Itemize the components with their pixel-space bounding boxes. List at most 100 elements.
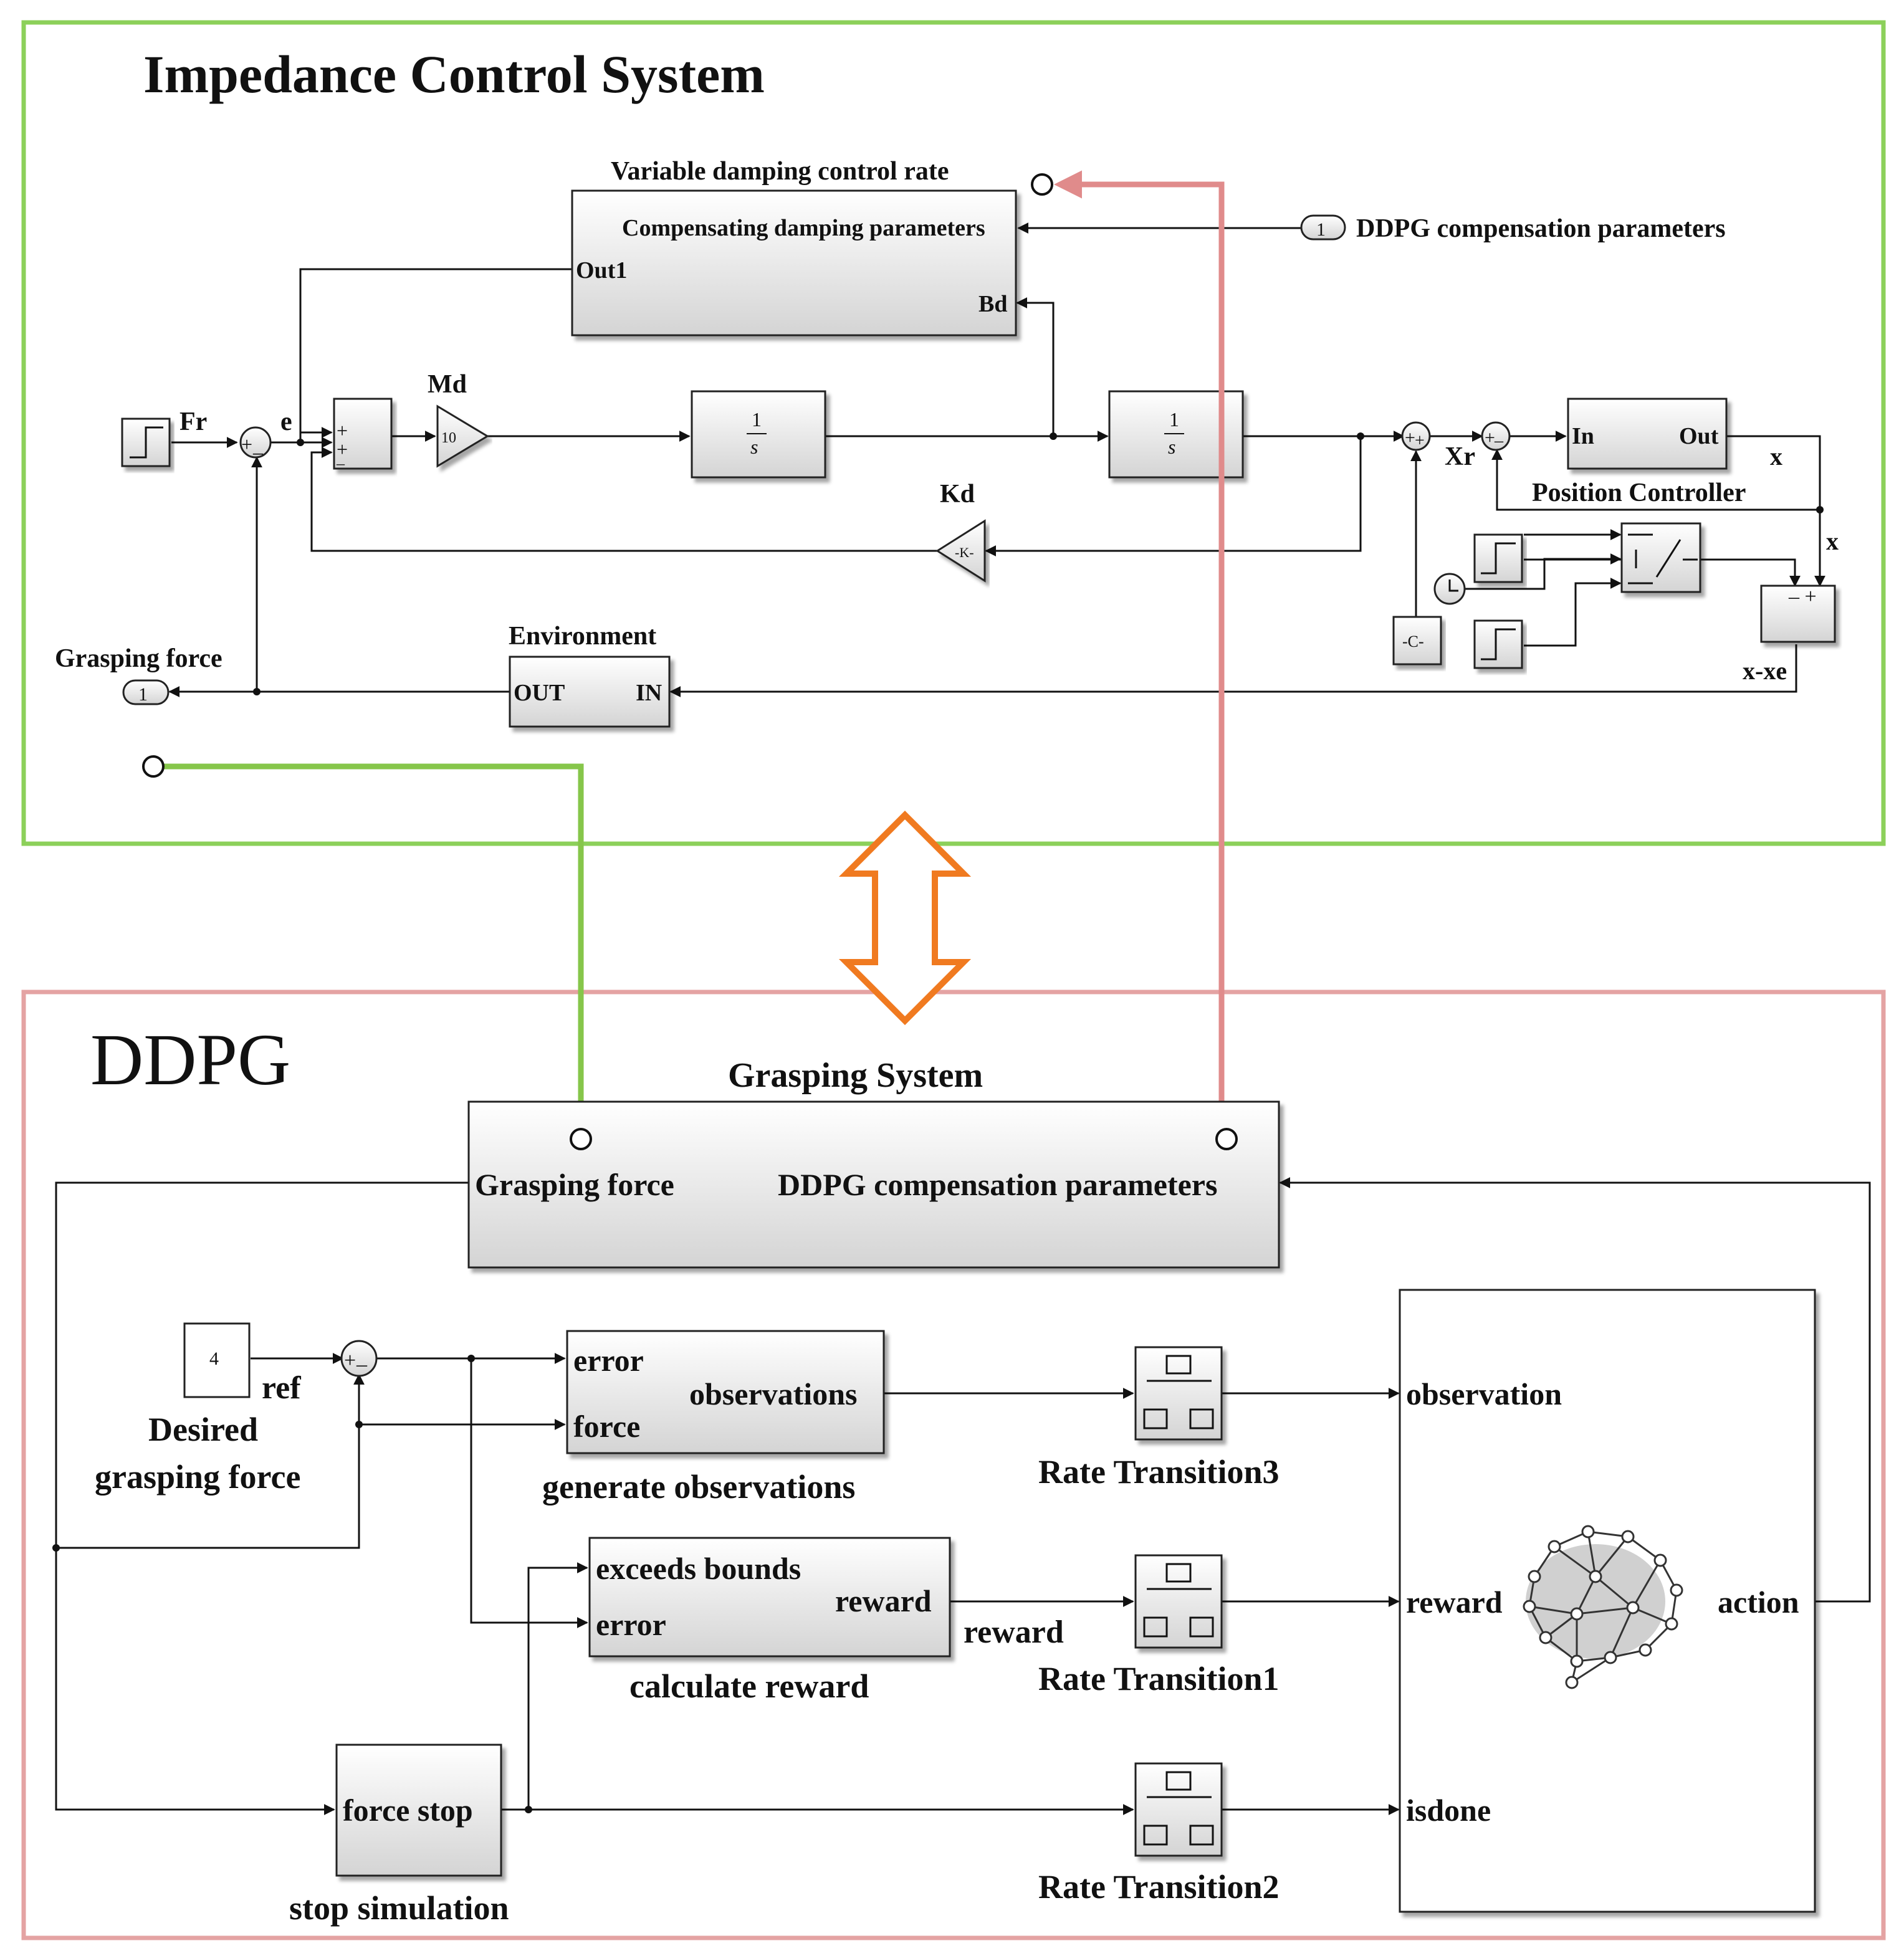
svg-text:OUT: OUT — [514, 680, 565, 706]
connector-ddpg-bottom[interactable] — [1215, 1128, 1238, 1150]
connector-grasp-bottom[interactable] — [570, 1128, 592, 1150]
ddpg-wires — [55, 1177, 1871, 1815]
variable-damping-label: Variable damping control rate — [611, 157, 949, 186]
gain-block-md[interactable]: 10 — [436, 404, 489, 468]
environment-block[interactable]: OUT IN — [509, 656, 671, 728]
grasping-system-label: Grasping System — [728, 1056, 983, 1095]
rate-transition-3[interactable] — [1134, 1346, 1223, 1441]
svg-text:1: 1 — [1169, 408, 1179, 431]
calculate-reward-label: calculate reward — [629, 1667, 869, 1705]
port-ddpg-comp: DDPG compensation parameters — [778, 1167, 1217, 1202]
svg-text:s: s — [1168, 436, 1175, 458]
agent-port-observation: observation — [1406, 1376, 1562, 1411]
sum-block-ddpg[interactable]: +– — [340, 1340, 378, 1377]
constant-block[interactable]: -C- — [1392, 616, 1442, 666]
svg-text:force: force — [573, 1409, 640, 1444]
label-ref: ref — [262, 1370, 301, 1406]
step-block-fr[interactable] — [121, 417, 171, 467]
svg-text:+: + — [337, 438, 348, 460]
gain-md-value: 10 — [441, 430, 456, 446]
sum-block-3[interactable]: ++ — [1401, 421, 1431, 451]
label-kd: Kd — [940, 480, 975, 508]
generate-observations-label: generate observations — [542, 1468, 855, 1505]
svg-text:–: – — [336, 454, 345, 472]
reward-signal-label: reward — [964, 1615, 1064, 1650]
svg-text:observations: observations — [689, 1376, 857, 1411]
svg-text:reward: reward — [835, 1583, 932, 1618]
svg-text:force stop: force stop — [343, 1793, 473, 1828]
position-controller-label: Position Controller — [1532, 479, 1746, 507]
sum-block-1[interactable]: +– — [239, 426, 272, 463]
sum-block-4[interactable]: +– — [1481, 421, 1511, 451]
label-md: Md — [428, 370, 467, 399]
svg-text:In: In — [1572, 423, 1594, 449]
rate-transition-1-label: Rate Transition1 — [1038, 1660, 1280, 1697]
variable-damping-block[interactable]: Compensating damping parameters Out1 Bd — [571, 189, 1017, 336]
stop-simulation-label: stop simulation — [289, 1889, 509, 1927]
svg-text:+: + — [1415, 431, 1425, 451]
connector-grasp-top[interactable] — [142, 755, 165, 778]
ddpg-param-inport[interactable]: 1 — [1300, 214, 1346, 241]
svg-text:+: + — [241, 433, 252, 456]
rl-agent-block[interactable]: observation reward isdone action — [1399, 1289, 1816, 1913]
desired-label-1: Desired — [148, 1411, 258, 1448]
port-bd: Bd — [978, 291, 1007, 317]
generate-observations-block[interactable]: error force observations — [566, 1330, 885, 1454]
switch-block[interactable] — [1620, 522, 1701, 593]
svg-text:-K-: -K- — [955, 545, 974, 560]
svg-text:1: 1 — [138, 684, 148, 705]
svg-text:+: + — [344, 1349, 356, 1372]
stop-simulation-block[interactable]: force stop — [335, 1744, 502, 1877]
position-controller-block[interactable]: In Out — [1567, 398, 1728, 470]
svg-text:+: + — [1485, 427, 1495, 448]
svg-text:1: 1 — [752, 408, 762, 431]
svg-text:IN: IN — [636, 680, 662, 706]
rate-transition-1[interactable] — [1134, 1554, 1223, 1649]
ddpg-panel — [21, 990, 1886, 1940]
junction-dots — [52, 432, 1824, 1813]
svg-text:–: – — [1494, 431, 1504, 451]
integrator-block-1[interactable]: 1 s — [691, 390, 826, 479]
grasping-system-block[interactable]: Grasping force DDPG compensation paramet… — [467, 1100, 1280, 1269]
label-fr: Fr — [179, 408, 207, 436]
ddpg-param-inport-label: DDPG compensation parameters — [1356, 214, 1726, 243]
red-link-line — [1054, 170, 1225, 1113]
subtract-block[interactable]: – + — [1760, 584, 1836, 643]
impedance-panel — [21, 20, 1886, 846]
svg-text:s: s — [750, 436, 758, 458]
svg-text:+: + — [1405, 427, 1415, 448]
port-out1: Out1 — [576, 257, 627, 284]
ddpg-title: DDPG — [90, 1019, 290, 1100]
agent-port-reward: reward — [1406, 1585, 1503, 1620]
step-block-3[interactable] — [1473, 619, 1523, 669]
svg-text:exceeds bounds: exceeds bounds — [596, 1551, 801, 1586]
svg-text:Out: Out — [1679, 423, 1719, 449]
environment-label: Environment — [509, 622, 656, 651]
svg-text:–: – — [252, 441, 264, 463]
port-grasping-force: Grasping force — [475, 1167, 674, 1202]
agent-port-isdone: isdone — [1406, 1793, 1491, 1828]
svg-text:4: 4 — [209, 1348, 219, 1369]
connector-damping[interactable] — [1031, 173, 1053, 196]
clock-block[interactable] — [1433, 573, 1466, 605]
label-e: e — [280, 408, 292, 436]
step-block-2[interactable] — [1473, 533, 1523, 583]
constant-block-ref[interactable]: 4 — [183, 1322, 251, 1398]
rate-transition-2-label: Rate Transition2 — [1038, 1868, 1280, 1906]
calculate-reward-block[interactable]: exceeds bounds error reward — [588, 1537, 951, 1658]
label-x-xe: x-xe — [1743, 657, 1787, 685]
bidirectional-arrow — [838, 810, 972, 1026]
gain-block-kd[interactable]: -K- — [935, 519, 986, 583]
neural-network-icon — [1523, 1525, 1683, 1689]
label-x-1: x — [1770, 442, 1782, 470]
svg-text:+: + — [337, 419, 348, 442]
green-link-line — [155, 763, 584, 1115]
grasping-force-outport[interactable]: 1 — [122, 679, 170, 705]
grasping-force-outport-label: Grasping force — [55, 644, 222, 673]
sum-block-2[interactable]: ++– — [333, 398, 393, 472]
svg-text:1: 1 — [1316, 219, 1326, 240]
rate-transition-2[interactable] — [1134, 1762, 1223, 1857]
svg-text:error: error — [573, 1343, 644, 1378]
